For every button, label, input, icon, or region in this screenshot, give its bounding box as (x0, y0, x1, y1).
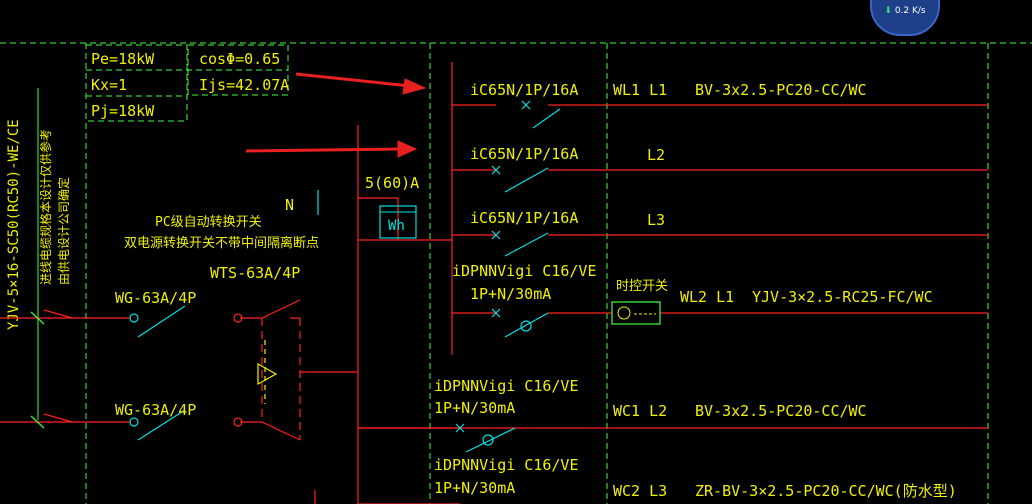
branch-2-breaker: iC65N/1P/16A (470, 145, 578, 163)
branch-6-breaker-rating: 1P+N/30mA (434, 479, 515, 497)
param-kx: Kx=1 (91, 76, 127, 94)
incoming-feeders (0, 62, 988, 504)
branch-wires (358, 104, 988, 504)
meter-rating: 5(60)A (365, 174, 419, 192)
branch-4-timer: 时控开关 (616, 279, 668, 294)
network-speed-widget[interactable]: ⬇ 0.2 K/s (870, 0, 940, 36)
meter-box (379, 205, 417, 239)
ats-note-2: 双电源转换开关不带中间隔离断点 (124, 235, 319, 251)
branch-1-breaker: iC65N/1P/16A (470, 81, 578, 99)
download-arrow-icon: ⬇ (884, 6, 892, 16)
dashed-frame (0, 42, 1032, 504)
branch-6-cable: ZR-BV-3×2.5-PC20-CC/WC(防水型) (695, 482, 957, 500)
branch-4-breaker-rating: 1P+N/30mA (470, 285, 551, 303)
red-arrows (245, 72, 427, 158)
param-pj: Pj=18kW (91, 102, 155, 120)
incoming-note-line1: 进线电缆规格本设计仅供参考 (38, 129, 53, 285)
branch-5-breaker-rating: 1P+N/30mA (434, 399, 515, 417)
wg-switch-2-label: WG-63A/4P (115, 401, 196, 419)
breaker-symbols (455, 100, 561, 453)
param-cos: cosΦ=0.65 (199, 50, 280, 68)
incoming-cable-label: YJV-5×16-SC50(RC50)-WE/CE (6, 119, 22, 330)
branch-4-cable: YJV-3×2.5-RC25-FC/WC (752, 288, 933, 306)
incoming-note-line2: 由供电设计公司确定 (56, 177, 71, 285)
branch-6-circuit: WC2 L3 (613, 482, 667, 500)
wg-switch-symbols (129, 305, 186, 441)
branch-4-circuit: WL2 L1 (680, 288, 734, 306)
branch-4-breaker: iDPNNVigi C16/VE (452, 262, 597, 280)
ats-note-1: PC级自动转换开关 (155, 215, 262, 230)
branch-3-circuit: L3 (647, 211, 665, 229)
wg-switch-1-label: WG-63A/4P (115, 289, 196, 307)
network-speed-value: 0.2 K/s (894, 6, 926, 16)
branch-5-breaker: iDPNNVigi C16/VE (434, 377, 579, 395)
timer-clock-icon (617, 306, 631, 320)
meter-label: Wh (388, 218, 405, 234)
branch-2-circuit: L2 (647, 146, 665, 164)
param-pe: Pe=18kW (91, 50, 155, 68)
neutral-label: N (285, 196, 294, 214)
timer-switch-box (611, 301, 661, 325)
ats-triangle-icon (257, 362, 278, 386)
branch-5-circuit: WC1 L2 (613, 402, 667, 420)
ats-symbol (233, 299, 301, 441)
branch-6-breaker: iDPNNVigi C16/VE (434, 456, 579, 474)
branch-1-cable: BV-3x2.5-PC20-CC/WC (695, 81, 867, 99)
param-ijs: Ijs=42.07A (199, 76, 289, 94)
branch-3-breaker: iC65N/1P/16A (470, 209, 578, 227)
branch-5-cable: BV-3x2.5-PC20-CC/WC (695, 402, 867, 420)
branch-1-circuit: WL1 L1 (613, 81, 667, 99)
wts-label: WTS-63A/4P (210, 264, 300, 282)
